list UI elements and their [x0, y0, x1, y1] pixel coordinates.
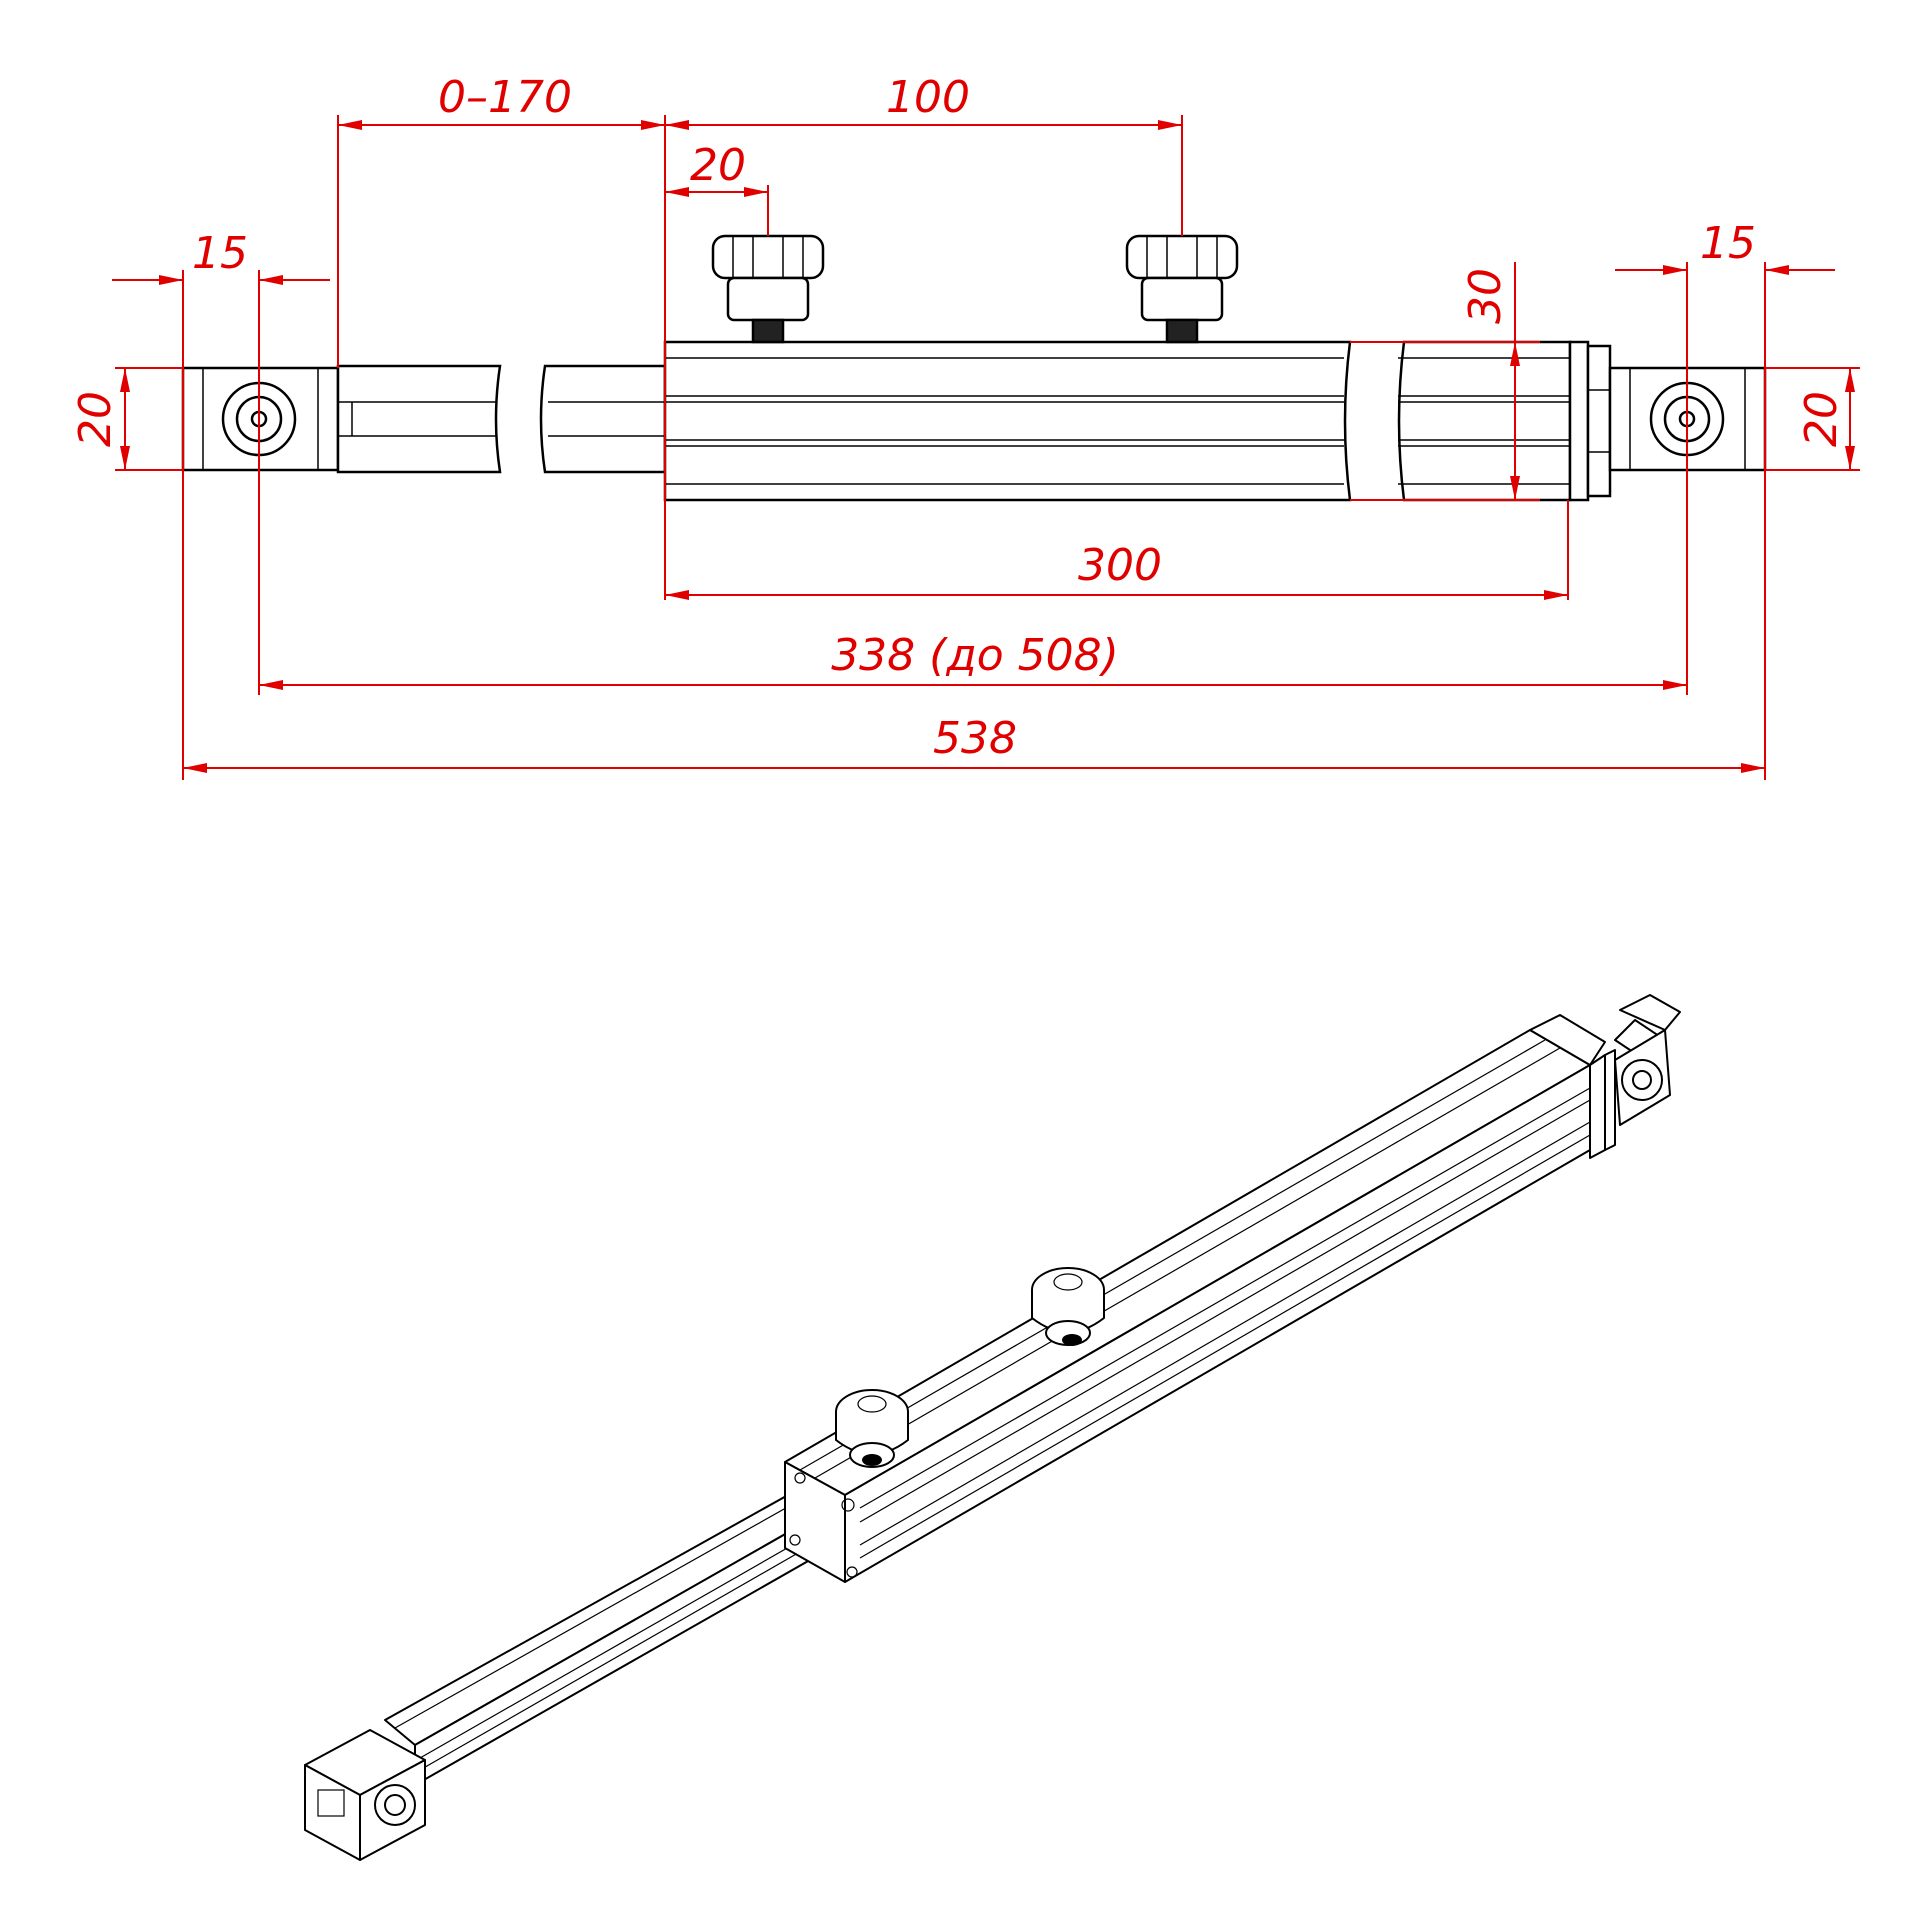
front-view: [181, 234, 1767, 502]
dim-text-30: 30: [1460, 268, 1511, 324]
iso-inner-profile: [384, 1479, 846, 1786]
left-end-cap: [181, 366, 340, 472]
dim-text-20-right: 20: [1796, 391, 1847, 447]
outer-sleeve: [663, 340, 1572, 502]
iso-outer-sleeve: [784, 1029, 1591, 1583]
isometric-view: [304, 994, 1681, 1861]
knob-right: [1125, 234, 1239, 344]
dim-text-100: 100: [886, 72, 970, 123]
dim-text-0-170: 0–170: [438, 72, 572, 123]
dim-text-538: 538: [933, 713, 1017, 764]
inner-profile-left: [336, 364, 667, 474]
dim-text-300: 300: [1078, 540, 1162, 591]
dim-text-20-top: 20: [690, 140, 746, 191]
knob-left: [711, 234, 825, 344]
iso-knob-right: [1031, 1267, 1105, 1346]
iso-right-end: [1529, 994, 1681, 1159]
dim-text-338: 338 (до 508): [831, 630, 1119, 681]
dimensions: 0–170 100 20 15 15 20 20 30 300 338 (до …: [70, 72, 1860, 780]
right-end-plate: [1568, 340, 1612, 502]
dim-text-20-left: 20: [70, 391, 121, 447]
dim-text-15-left: 15: [192, 228, 248, 279]
iso-knob-left: [835, 1389, 909, 1468]
dim-text-15-right: 15: [1700, 218, 1756, 269]
iso-left-end-cap: [304, 1729, 426, 1861]
